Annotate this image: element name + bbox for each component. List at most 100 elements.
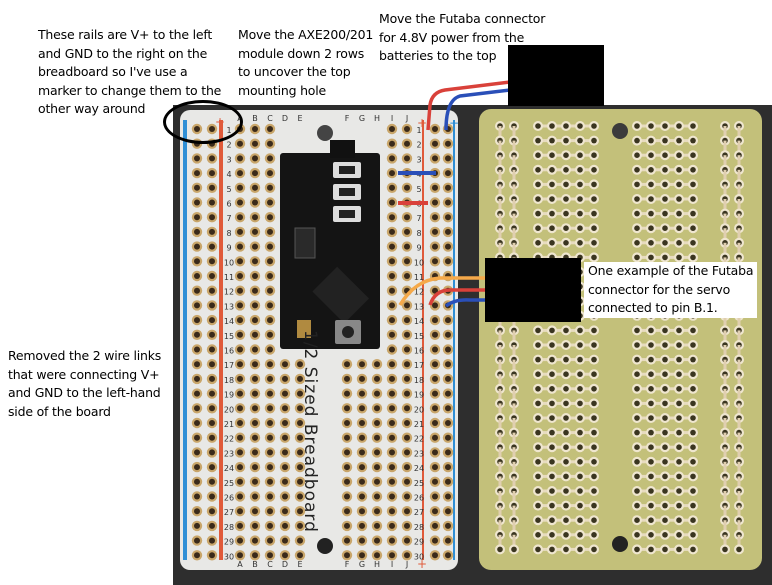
hole-center [432, 287, 438, 294]
perfboard-hole [690, 225, 696, 231]
hole-center [432, 199, 438, 206]
perfboard-rail-trace [723, 447, 727, 462]
row-number-right: 8 [416, 229, 421, 238]
hole-center [282, 478, 288, 485]
module-note: Move the AXE200/201 module down 2 rows t… [238, 27, 374, 98]
perfboard-hole [676, 225, 682, 231]
hole-center [389, 405, 395, 412]
hole-center [432, 361, 438, 368]
perfboard-rail-trace [498, 461, 502, 477]
perfboard-hole [563, 371, 569, 378]
perfboard-rail-trace [737, 388, 741, 404]
perfboard-hole [549, 240, 555, 246]
perfboard-rail-trace [737, 491, 741, 506]
perfboard-hole [577, 371, 583, 378]
perfboard-rail-trace [723, 228, 727, 243]
hole-center [267, 478, 273, 485]
hole-center [404, 508, 410, 515]
perfboard-hole [690, 240, 696, 246]
perfboard-hole [690, 502, 696, 509]
perfboard-hole [662, 123, 668, 129]
perfboard-hole [591, 342, 597, 348]
hole-center [194, 552, 200, 559]
row-number-right: 7 [416, 214, 421, 223]
perfboard-hole [549, 152, 555, 158]
hole-center [404, 361, 410, 368]
perfboard-hole [662, 342, 668, 348]
perfboard-hole [662, 386, 668, 392]
perfboard-hole [549, 137, 555, 144]
hole-center [445, 228, 451, 235]
perfboard-rail-trace [498, 491, 502, 506]
hole-center [432, 214, 438, 221]
hole-center [194, 302, 200, 309]
hole-center [209, 317, 215, 324]
hole-center [252, 449, 258, 456]
perfboard-hole [690, 371, 696, 378]
perfboard-rail-trace [498, 345, 502, 360]
row-number-right: 14 [414, 317, 424, 326]
hole-center [252, 184, 258, 191]
perfboard-hole [690, 356, 696, 363]
hole-center [194, 434, 200, 441]
hole-center [267, 420, 273, 426]
perfboard-hole [676, 400, 682, 407]
hole-center [445, 420, 451, 426]
perfboard-rail-trace [737, 476, 741, 491]
perfboard-hole [563, 356, 569, 363]
column-letter: F [345, 114, 350, 123]
row-number-right: 12 [414, 288, 424, 297]
perfboard-hole [535, 356, 541, 363]
hole-center [209, 170, 215, 177]
hole-center [445, 258, 451, 265]
perfboard-rail-trace [498, 199, 502, 214]
hole-center [267, 199, 273, 206]
row-number-right: 5 [416, 185, 421, 194]
hole-center [237, 522, 243, 529]
row-number-left: 28 [224, 523, 234, 532]
perfboard-hole [648, 429, 654, 436]
perfboard-rail-trace [737, 505, 741, 521]
hole-center [404, 317, 410, 324]
hole-center [194, 522, 200, 529]
wire-links-note: Removed the 2 wire links that were conne… [8, 348, 162, 419]
hole-center [252, 493, 258, 500]
perfboard-hole [577, 167, 583, 173]
perfboard-hole [662, 502, 668, 509]
perfboard-hole [690, 415, 696, 421]
row-number-right: 2 [416, 141, 421, 150]
column-letter: I [391, 560, 393, 569]
row-number-right: 21 [414, 420, 424, 429]
hole-center [445, 155, 451, 162]
hole-center [445, 199, 451, 206]
rail-highlight-circle [163, 100, 243, 144]
hole-center [432, 552, 438, 559]
hole-center [432, 390, 438, 397]
perfboard-hole [634, 254, 640, 261]
perfboard-hole [563, 123, 569, 129]
servo-header-slot [339, 210, 355, 218]
hole-center [194, 361, 200, 368]
column-letter: J [405, 560, 408, 569]
hole-center [252, 434, 258, 441]
perfboard-hole [676, 415, 682, 421]
column-letter: G [359, 114, 365, 123]
perfboard-hole [690, 167, 696, 173]
hole-center [389, 317, 395, 324]
row-number-right: 9 [416, 244, 421, 253]
perfboard-hole [591, 502, 597, 509]
perfboard-rail-trace [512, 345, 516, 360]
hole-center [252, 258, 258, 265]
hole-center [282, 405, 288, 412]
perfboard-hole [549, 342, 555, 348]
perfboard-hole [549, 400, 555, 407]
perfboard-hole [563, 210, 569, 217]
perfboard-hole [549, 444, 555, 451]
perfboard-rail-trace [512, 534, 516, 550]
hole-center [445, 478, 451, 485]
perfboard-hole [591, 532, 597, 538]
hole-center [389, 170, 395, 177]
perfboard-hole [549, 459, 555, 465]
row-number-left: 21 [224, 420, 234, 429]
hole-center [194, 243, 200, 250]
